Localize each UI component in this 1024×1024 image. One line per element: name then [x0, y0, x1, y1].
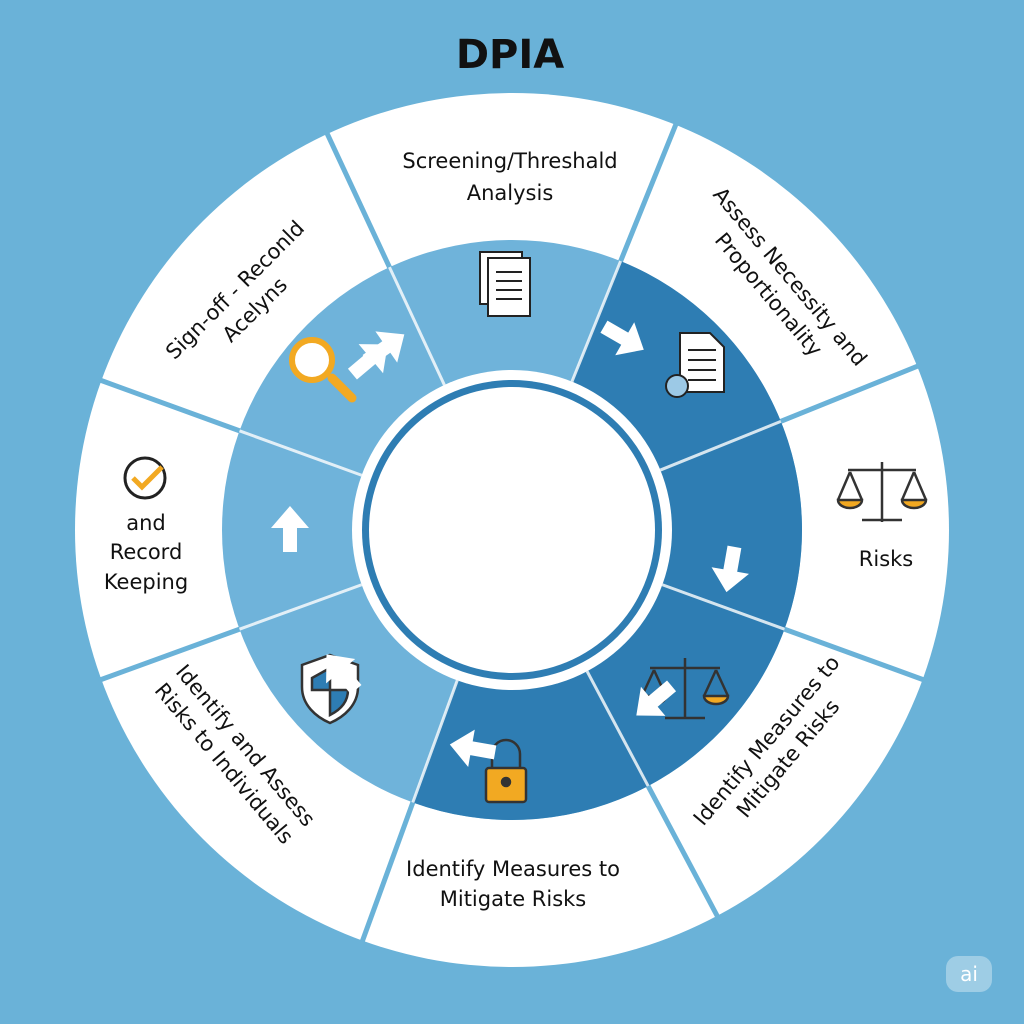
center-circle [369, 387, 655, 673]
segment-top-label: Screening/Threshald Analysis [402, 149, 617, 205]
flow-arrow [636, 680, 677, 716]
flow-arrow [600, 320, 644, 356]
svg-text:Keeping: Keeping [104, 570, 188, 594]
segment-bottom-label: Identify Measures to Mitigate Risks [406, 857, 620, 911]
flow-arrow [326, 654, 362, 695]
flow-arrow [449, 729, 497, 767]
inner-divider [238, 583, 363, 631]
shield-icon [300, 653, 360, 725]
scales-icon [836, 462, 928, 522]
svg-text:Identify Measures to: Identify Measures to [406, 857, 620, 881]
inner-dividers [238, 260, 786, 804]
svg-text:Mitigate Risks: Mitigate Risks [440, 887, 587, 911]
inner-divider [659, 419, 782, 472]
segment-divider [97, 377, 246, 435]
padlock-icon [484, 738, 528, 804]
inner-divider [238, 429, 363, 477]
segment-dividers [97, 121, 927, 945]
diagram-title: DPIA [456, 32, 564, 78]
checkmark-icon [123, 456, 167, 500]
inner-divider [388, 266, 446, 386]
inner-divider [570, 260, 623, 383]
segment-divider [775, 362, 921, 426]
inner-divider [585, 670, 650, 787]
segment-divider [323, 130, 394, 273]
segment-right-label: Risks [859, 547, 913, 571]
scales-icon [640, 658, 730, 720]
segment-left-label: and Record Keeping [104, 511, 188, 594]
magnifying-glass-icon [289, 337, 357, 403]
segment-divider [643, 780, 721, 920]
document-gear-icon [665, 332, 725, 398]
segment-divider [97, 625, 246, 683]
inner-divider [411, 679, 459, 804]
flow-arrow [271, 506, 309, 552]
document-stack-icon [479, 251, 531, 317]
svg-text:and: and [126, 511, 166, 535]
svg-text:Record: Record [110, 540, 183, 564]
segment-divider [359, 796, 417, 945]
segment-divider [778, 625, 927, 683]
svg-text:Analysis: Analysis [467, 181, 554, 205]
segment-divider [616, 121, 680, 267]
flow-arrow [711, 545, 749, 593]
ai-watermark-badge: ai [946, 956, 992, 992]
inner-divider [661, 583, 786, 631]
flow-arrow [347, 344, 388, 380]
svg-text:Screening/Threshald: Screening/Threshald [402, 149, 617, 173]
flow-arrows [271, 320, 749, 767]
